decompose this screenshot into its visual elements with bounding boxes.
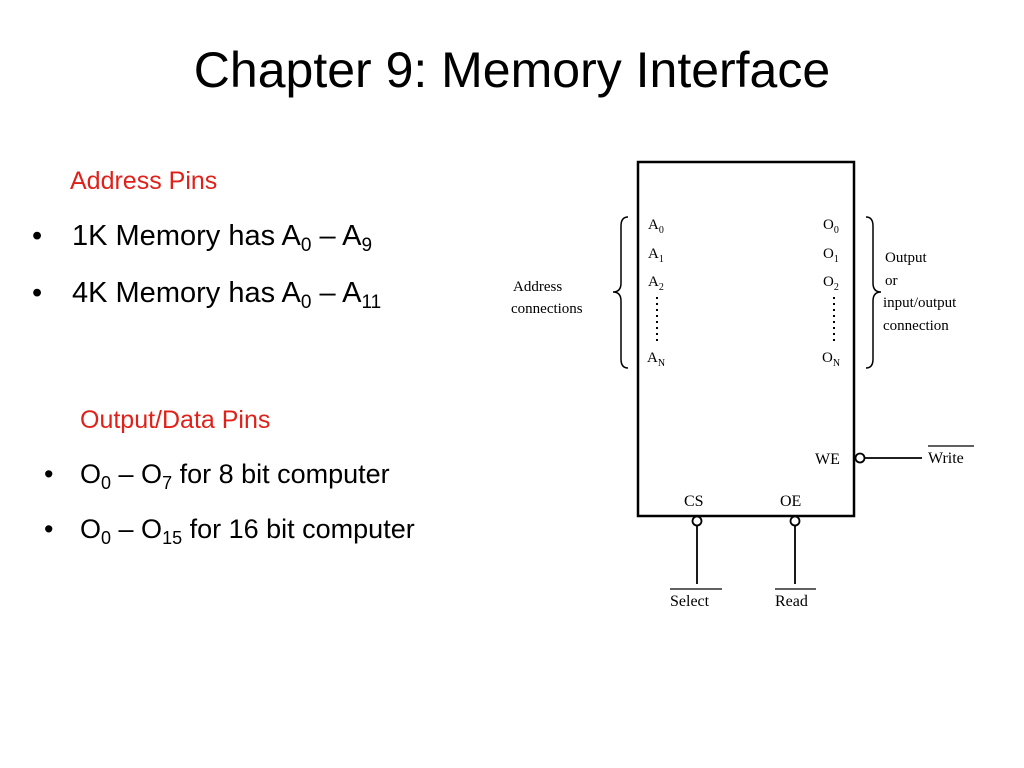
address-pin-a2: A2 [648, 274, 664, 293]
output-label-line3: input/output [883, 295, 957, 311]
output-pin-o2: O2 [823, 274, 839, 293]
bullet-item-1k: •1K Memory has A0 – A9 [32, 217, 372, 255]
output-label-line4: connection [883, 318, 949, 334]
output-data-pins-heading: Output/Data Pins [80, 406, 271, 434]
cs-inversion-bubble [691, 515, 703, 527]
svg-text:A0: A0 [648, 217, 664, 236]
bullet-marker: • [32, 277, 43, 309]
output-label-line2: or [885, 273, 898, 289]
bullet-item-16bit: •O0 – O15 for 16 bit computer [44, 510, 415, 548]
cs-pin-label: CS [684, 493, 704, 510]
address-pins-heading: Address Pins [70, 167, 218, 195]
bullet-item-8bit: •O0 – O7 for 8 bit computer [44, 455, 390, 493]
svg-text:A1: A1 [648, 246, 664, 265]
svg-text:AN: AN [647, 350, 665, 369]
address-brace [612, 216, 629, 369]
bullet-item-4k: •4K Memory has A0 – A11 [32, 274, 381, 312]
oe-pin-label: OE [780, 493, 801, 510]
output-pin-on: ON [822, 350, 840, 369]
svg-text:O0: O0 [823, 217, 839, 236]
address-pin-a0: A0 [648, 217, 664, 236]
read-label: Read [775, 593, 808, 610]
write-label: Write [928, 450, 964, 467]
address-label-line1: Address [513, 279, 562, 295]
output-pin-o1: O1 [823, 246, 839, 265]
bullet-marker: • [44, 514, 54, 544]
output-pin-o0: O0 [823, 217, 839, 236]
address-pin-a1: A1 [648, 246, 664, 265]
bullet-marker: • [32, 220, 43, 252]
output-label-line1: Output [885, 250, 928, 266]
slide-title: Chapter 9: Memory Interface [193, 42, 831, 98]
output-brace [865, 216, 882, 369]
bullet-marker: • [44, 459, 54, 489]
svg-text:O2: O2 [823, 274, 839, 293]
address-pin-an: AN [647, 350, 665, 369]
svg-text:ON: ON [822, 350, 840, 369]
select-label: Select [670, 593, 710, 610]
oe-inversion-bubble [789, 515, 801, 527]
we-pin-label: WE [815, 451, 840, 468]
svg-text:O1: O1 [823, 246, 839, 265]
memory-chip-body [636, 160, 856, 518]
svg-text:A2: A2 [648, 274, 664, 293]
we-inversion-bubble [854, 452, 866, 464]
address-label-line2: connections [511, 301, 583, 317]
